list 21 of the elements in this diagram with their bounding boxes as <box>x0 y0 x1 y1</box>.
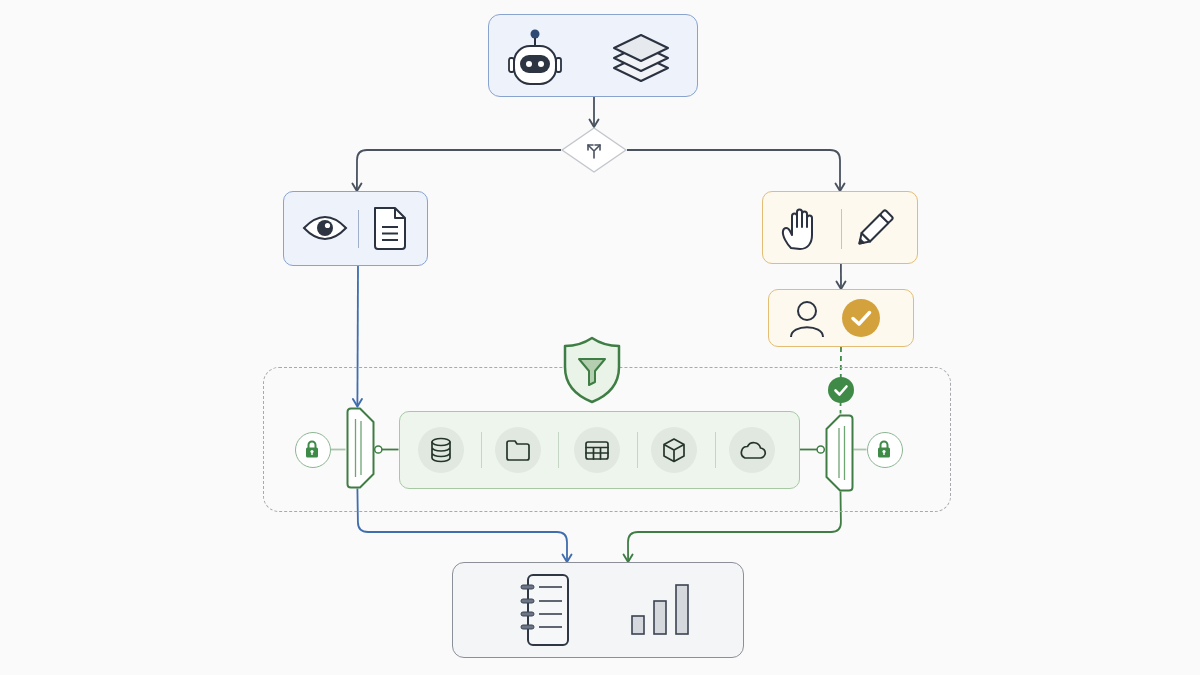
icon-panel <box>488 14 698 97</box>
connector-line <box>798 445 826 454</box>
arrow <box>588 96 600 128</box>
arrow <box>835 263 847 290</box>
lock-badge <box>866 431 903 468</box>
dashed-region <box>263 367 951 512</box>
arrow <box>356 487 573 563</box>
arrow <box>626 149 846 192</box>
connector-line <box>373 445 400 454</box>
icon-panel <box>283 191 428 266</box>
arrow <box>352 265 363 408</box>
icon-panel <box>762 191 918 264</box>
decision-diamond <box>561 127 627 173</box>
lock-badge <box>294 431 331 468</box>
arrow <box>622 490 842 563</box>
icon-panel <box>768 289 914 347</box>
icon-panel <box>452 562 744 658</box>
arrow <box>351 149 562 192</box>
data-panel <box>398 410 800 489</box>
chamfered-bar <box>345 406 375 489</box>
chamfered-bar <box>824 413 854 492</box>
